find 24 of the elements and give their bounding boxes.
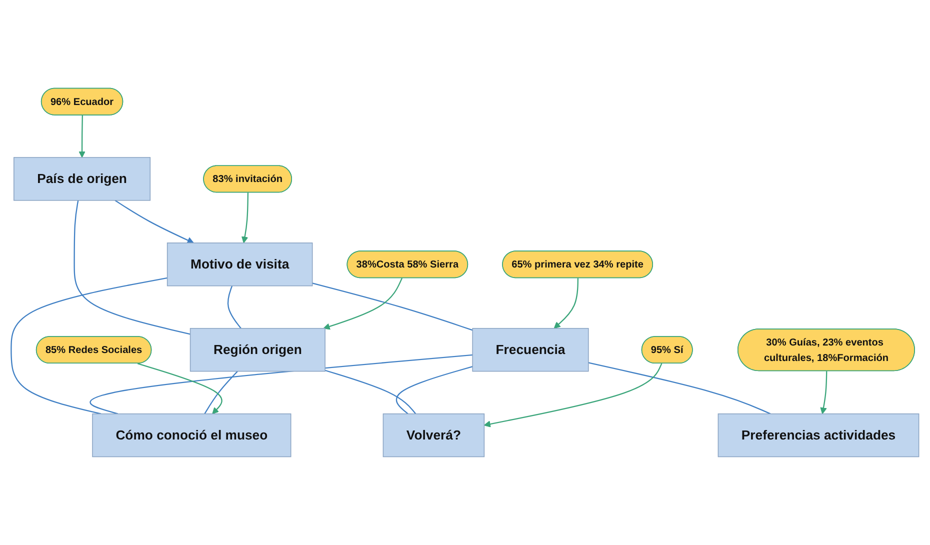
node-box: Preferencias actividades: [718, 413, 920, 458]
connector: [324, 370, 416, 414]
node-box: Región origen: [190, 328, 326, 372]
connector: [312, 282, 473, 331]
connector: [90, 354, 473, 414]
arrow: [137, 363, 222, 414]
arrow: [114, 200, 194, 244]
node-box: País de origen: [14, 157, 151, 201]
connector: [74, 200, 190, 335]
connector: [10, 277, 168, 414]
arrow: [241, 192, 249, 244]
arrow: [78, 115, 86, 158]
arrow: [820, 371, 828, 414]
arrow: [323, 278, 403, 330]
arrow: [554, 278, 579, 329]
connector: [588, 362, 771, 414]
node-box: Frecuencia: [472, 328, 589, 372]
node-box: Motivo de visita: [166, 242, 313, 286]
connector: [227, 286, 242, 329]
connector: [396, 366, 473, 414]
node-box: Volverá?: [382, 413, 485, 458]
connector: [204, 370, 238, 414]
arrow: [484, 363, 662, 428]
node-box: Cómo conoció el museo: [92, 413, 292, 458]
